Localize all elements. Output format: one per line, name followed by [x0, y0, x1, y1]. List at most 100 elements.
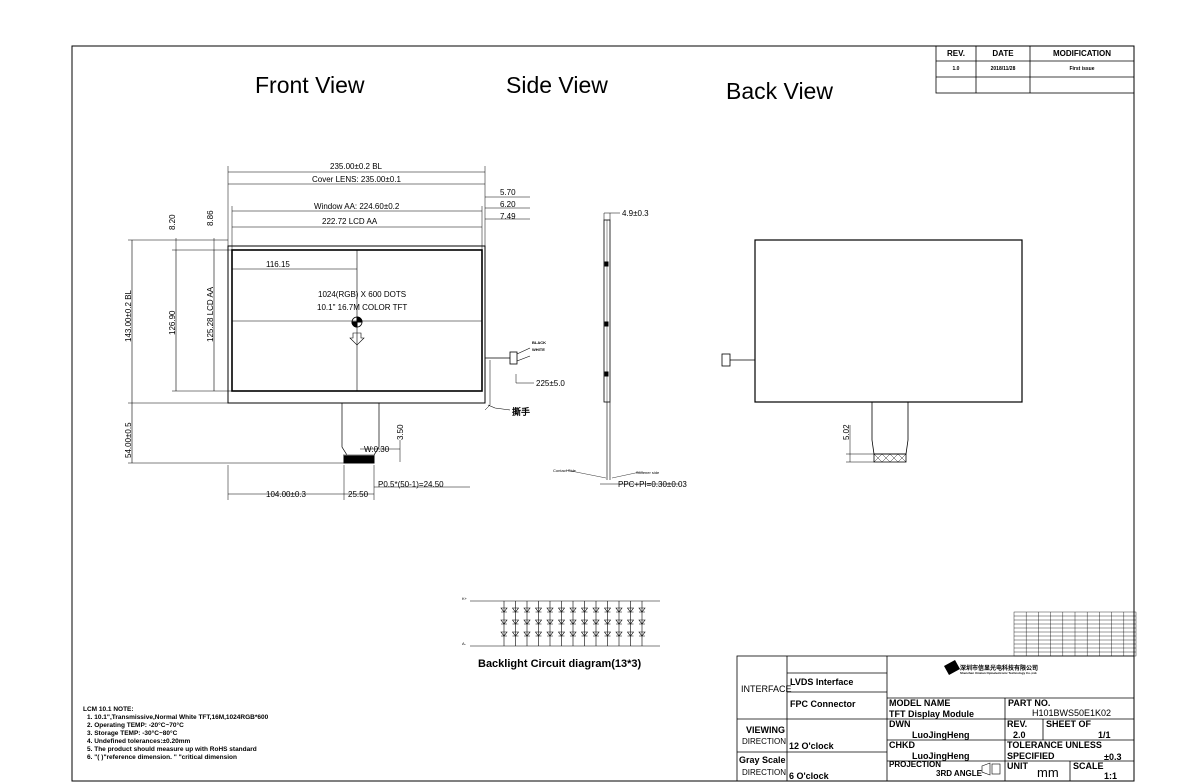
led-diode — [615, 631, 623, 637]
scale-label: SCALE — [1073, 761, 1104, 771]
pull-tab-label: 撕手 — [512, 407, 531, 417]
dwn-value: LuoJingHeng — [912, 730, 970, 740]
dim-w-0-30: W:0.30 — [364, 445, 390, 454]
side-view — [565, 212, 680, 485]
dim-cable-length: 225±5.0 — [536, 379, 565, 388]
led-diode — [500, 619, 508, 625]
dim-fpc-width: 25.50 — [348, 490, 369, 499]
led-diode — [569, 619, 577, 625]
dim-window-aa: Window AA: 224.60±0.2 — [314, 202, 400, 211]
led-diode — [546, 607, 554, 613]
led-diode — [592, 607, 600, 613]
gray-scale-direction: 6 O'clock — [789, 771, 829, 781]
model-name: TFT Display Module — [889, 709, 975, 719]
back-view-title: Back View — [726, 78, 833, 104]
led-diode — [592, 631, 600, 637]
dim-cover-lens: Cover LENS: 235.00±0.1 — [312, 175, 401, 184]
led-diode — [523, 631, 531, 637]
direction-label-2: DIRECTION — [742, 768, 786, 777]
note-line: 1. 10.1",Transmissive,Normal White TFT,1… — [87, 714, 269, 721]
led-diode — [546, 631, 554, 637]
led-diode — [546, 619, 554, 625]
rev-label: REV. — [1007, 719, 1028, 729]
part-no: H101BWS50E1K02 — [1032, 708, 1112, 718]
k-plus-label: K+ — [462, 596, 468, 601]
note-line: 3. Storage TEMP: -30°C~80°C — [87, 730, 178, 737]
pin-table — [1013, 611, 1137, 657]
led-diode — [580, 619, 589, 625]
note-line: 4. Undefined tolerances:±0.20mm — [87, 738, 191, 745]
contact-side-label: Contact Side — [553, 468, 576, 473]
gray-scale-label: Gray Scale — [739, 755, 786, 765]
dim-3-50: 3.50 — [396, 424, 405, 440]
led-diode — [534, 631, 543, 637]
led-diode — [511, 607, 520, 613]
dim-lcd-aa-height: 125.28 LCD AA — [206, 286, 215, 342]
viewing-direction: 12 O'clock — [789, 741, 834, 751]
resolution-label: 1024(RGB) X 600 DOTS — [318, 290, 407, 299]
scale-value: 1:1 — [1104, 771, 1118, 781]
modification-value: First issue — [1069, 66, 1095, 72]
led-diode — [569, 607, 577, 613]
dim-fpc-height: 54.00±0.5 — [124, 422, 133, 458]
led-diode — [557, 619, 566, 625]
led-diode — [580, 607, 589, 613]
revision-table-grid — [935, 45, 1135, 94]
dim-thickness: 4.9±0.3 — [622, 209, 649, 218]
led-diode — [615, 607, 623, 613]
led-diode — [569, 631, 577, 637]
wire-black-label: BLACK — [532, 340, 546, 345]
back-view — [721, 239, 1023, 463]
stiffener-side-label: Stiffener side — [636, 470, 660, 475]
led-diode — [557, 607, 566, 613]
dim-7-49: 7.49 — [500, 212, 516, 221]
date-header: DATE — [992, 49, 1014, 58]
a-minus-label: A- — [462, 641, 466, 646]
led-diode — [638, 607, 646, 613]
rev-value-tb: 2.0 — [1013, 730, 1026, 740]
dim-5-02: 5.02 — [842, 424, 851, 440]
led-diode — [557, 631, 566, 637]
chkd-label: CHKD — [889, 740, 915, 750]
led-diode — [511, 631, 520, 637]
led-diode — [534, 607, 543, 613]
led-diode — [603, 631, 612, 637]
dim-pitch: P0.5*(50-1)=24.50 — [378, 480, 444, 489]
company-name-en: Shenzhen Xinxian Optoelectronic Technolo… — [960, 671, 1038, 675]
dim-left-offset: 104.00±0.3 — [266, 490, 306, 499]
dim-lcd-aa-width: 222.72 LCD AA — [322, 217, 378, 226]
dim-8-20: 8.20 — [168, 214, 177, 230]
tolerance-value: ±0.3 — [1104, 752, 1122, 762]
led-diode — [615, 619, 623, 625]
dim-116-15: 116.15 — [266, 260, 290, 269]
company-name: 深圳市信显光电科技有限公司 — [960, 666, 1039, 672]
dim-bl-height: 143.00±0.2 BL — [124, 290, 133, 342]
led-diode — [626, 607, 635, 613]
dwn-label: DWN — [889, 719, 911, 729]
title-block-grid — [736, 655, 1135, 782]
sheet-of-label: SHEET OF — [1046, 719, 1092, 729]
tolerance-label-2: SPECIFIED — [1007, 751, 1055, 761]
dim-6-20: 6.20 — [500, 200, 516, 209]
led-diode — [626, 619, 635, 625]
lvds-interface: LVDS Interface — [790, 677, 854, 687]
led-diode — [500, 631, 508, 637]
sheet-of-value: 1/1 — [1098, 730, 1111, 740]
note-line: 5. The product should measure up with Ro… — [87, 746, 257, 753]
unit-label: UNIT — [1007, 761, 1028, 771]
company-logo — [944, 660, 960, 675]
viewing-label: VIEWING — [746, 725, 786, 735]
side-view-title: Side View — [506, 72, 608, 98]
led-diode — [603, 619, 612, 625]
led-diode — [523, 619, 531, 625]
modification-header: MODIFICATION — [1052, 49, 1112, 58]
rev-header: REV. — [947, 49, 965, 58]
led-diode — [638, 619, 646, 625]
led-diode — [580, 631, 589, 637]
tolerance-label-1: TOLERANCE UNLESS — [1007, 740, 1102, 750]
led-diode — [603, 607, 612, 613]
direction-label: DIRECTION — [742, 737, 786, 746]
led-diode — [534, 619, 543, 625]
dim-ppc-pi: PPC+PI=0.30±0.03 — [618, 480, 687, 489]
